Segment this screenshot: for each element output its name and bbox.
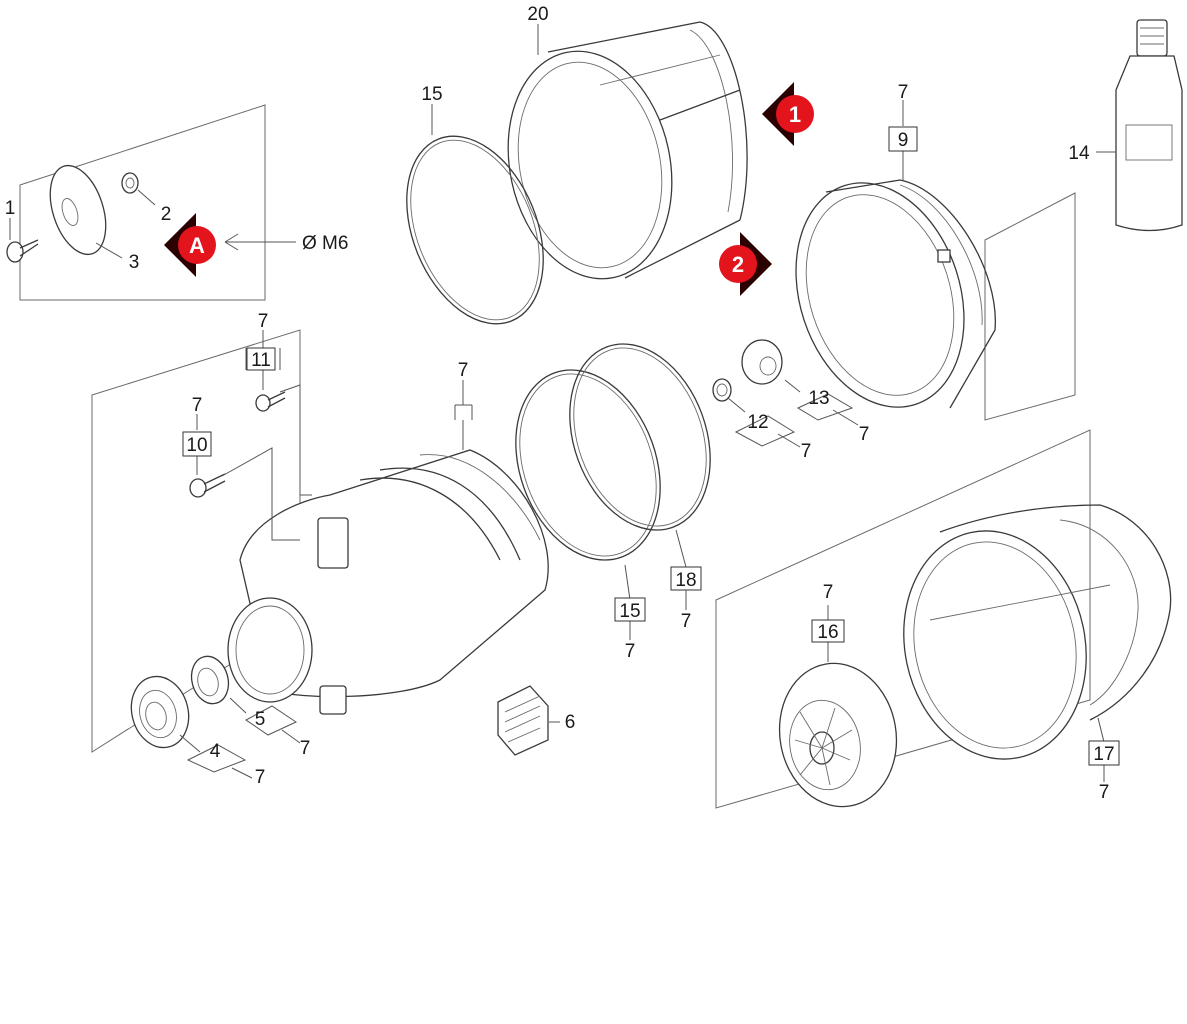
part-6-filter [497, 685, 549, 756]
label-4: 4 [210, 741, 221, 762]
label-7-c: 7 [458, 360, 469, 381]
motor-body [227, 449, 549, 715]
part-1-screw [6, 239, 39, 263]
label-10: 10 [186, 435, 207, 456]
part-12-spacer [712, 378, 732, 402]
label-20: 20 [527, 4, 548, 25]
frame-impeller-assembly [715, 429, 1091, 809]
label-7-h: 7 [625, 641, 636, 662]
label-15-mid: 15 [619, 601, 640, 622]
label-1: 1 [5, 198, 16, 219]
box-10 [182, 431, 212, 457]
box-9 [888, 126, 918, 152]
label-7-j: 7 [300, 738, 311, 759]
label-16: 16 [817, 622, 838, 643]
part-15-oring-mid [515, 369, 661, 561]
label-11: 11 [251, 350, 271, 371]
label-7-a: 7 [898, 82, 909, 103]
label-7-e: 7 [859, 424, 870, 445]
box-15 [614, 597, 646, 622]
label-14: 14 [1068, 143, 1090, 164]
leader-lines [9, 24, 1116, 782]
part-13-bushing [741, 339, 783, 385]
part-11-screw [255, 391, 286, 412]
part-4-bearing [130, 675, 190, 749]
label-7-f: 7 [801, 441, 812, 462]
label-12: 12 [747, 412, 768, 433]
label-9: 9 [898, 130, 909, 151]
part-14-oil-bottle [1115, 19, 1183, 232]
label-15-top: 15 [421, 84, 442, 105]
part-2-small-washer [121, 172, 139, 194]
part-15-oring-top [406, 135, 544, 325]
label-thread-size: Ø M6 [302, 233, 348, 254]
label-13: 13 [808, 388, 829, 409]
part-20-shroud [507, 21, 748, 280]
part-5-seal [190, 655, 230, 705]
label-7-i: 7 [823, 582, 834, 603]
part-9-housing-ring [795, 179, 996, 409]
part-18-oring [569, 343, 711, 531]
badge-a: A [164, 213, 216, 277]
badge-2-text: 2 [732, 252, 744, 277]
label-18: 18 [675, 570, 696, 591]
badge-1-text: 1 [789, 102, 801, 127]
label-5: 5 [255, 709, 266, 730]
box-17 [1088, 740, 1120, 766]
frame-detail-a [19, 104, 266, 301]
label-7-b: 7 [258, 311, 269, 332]
part-16-impeller [778, 662, 898, 808]
frame-housing-assembly [984, 192, 1076, 421]
label-17: 17 [1093, 744, 1114, 765]
box-16 [811, 619, 845, 643]
box-18 [670, 566, 702, 591]
label-7-g: 7 [681, 611, 692, 632]
part-17-impeller-housing [903, 504, 1172, 760]
label-7-k: 7 [255, 767, 266, 788]
part-3-washer-disc [49, 164, 107, 256]
label-3: 3 [129, 252, 140, 273]
box-11 [246, 347, 276, 371]
label-7-d: 7 [192, 395, 203, 416]
label-7-l: 7 [1099, 782, 1110, 803]
badge-2: 2 [719, 232, 772, 296]
part-10-screw [189, 473, 226, 498]
badge-1: 1 [762, 82, 814, 146]
badge-a-text: A [189, 233, 205, 258]
label-2: 2 [161, 204, 172, 225]
label-6: 6 [565, 712, 576, 733]
